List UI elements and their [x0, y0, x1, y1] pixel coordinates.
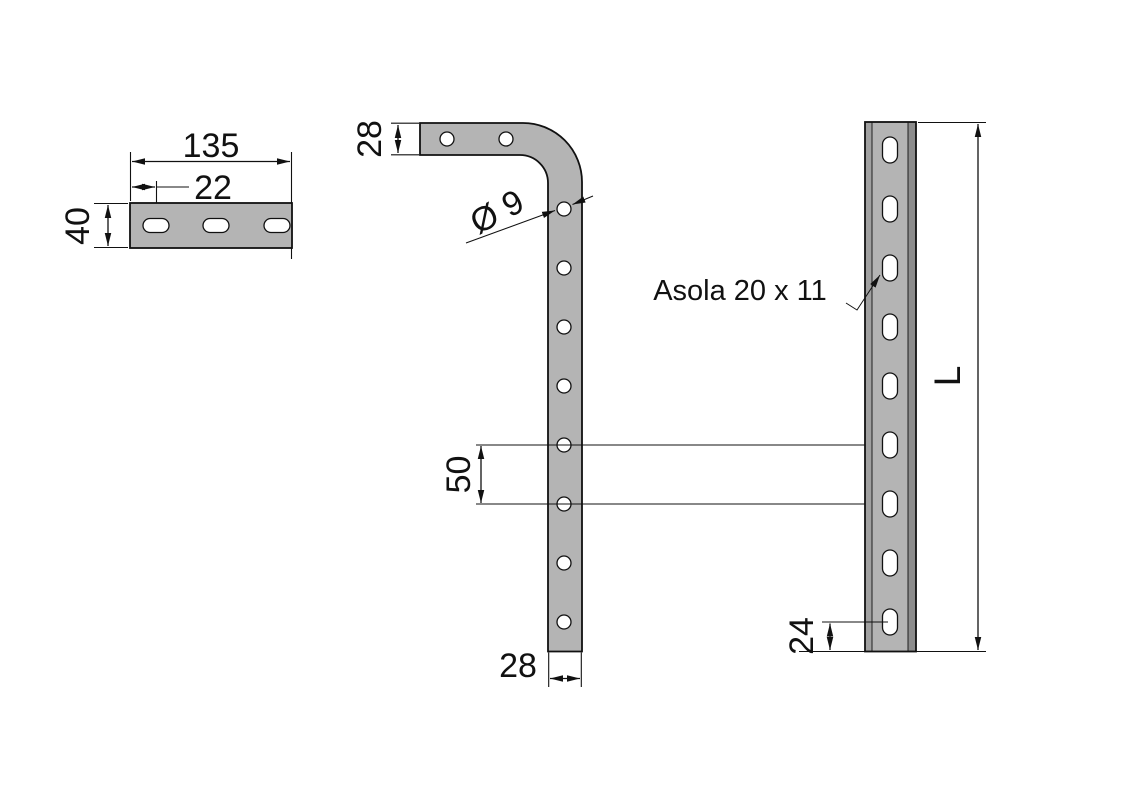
upright-slot [881, 490, 899, 518]
upright-side-view: Asola 20 x 11 L 24 [653, 121, 986, 655]
plate-slot [202, 217, 230, 234]
bracket-stem-hole [556, 555, 572, 571]
bracket-stem-hole [556, 614, 572, 630]
upright-slot [881, 313, 899, 341]
dim-dia9-opposite-arrow [572, 195, 594, 205]
drawing-root: 135 22 40 [59, 120, 986, 687]
upright-slot [881, 549, 899, 577]
upright-right-edge-strip [908, 122, 916, 652]
bracket-stem-hole [556, 201, 572, 217]
upright-slot [881, 431, 899, 459]
bracket-stem-hole [556, 378, 572, 394]
plate-top-view: 135 22 40 [59, 127, 293, 259]
upright-slot [881, 136, 899, 164]
bracket-body [419, 122, 583, 653]
dim-135-label: 135 [183, 127, 240, 165]
dim-28-stem-label: 28 [499, 647, 537, 685]
dim-24-label: 24 [783, 617, 821, 655]
bracket-stem-hole [556, 319, 572, 335]
slot-note-leader [845, 274, 881, 311]
plate-slot [142, 217, 170, 234]
slot-note-label: Asola 20 x 11 [653, 275, 827, 307]
dim-40-label: 40 [59, 207, 97, 245]
upright-slot [881, 195, 899, 223]
bracket-flange-hole [439, 131, 455, 147]
dim-50-label: 50 [440, 456, 478, 494]
upright-left-edge-strip [865, 122, 872, 652]
dim-22-label: 22 [194, 169, 232, 207]
dim-L-label: L [927, 366, 968, 387]
bracket-stem-hole [556, 260, 572, 276]
upright-slot [881, 372, 899, 400]
dim-dia9-leader [465, 210, 556, 244]
dim-28-flange-label: 28 [351, 120, 389, 158]
upright-slot [881, 254, 899, 282]
bracket-flange-hole [498, 131, 514, 147]
dim-dia9-label: Ø 9 [464, 183, 530, 242]
plate-slot [263, 217, 291, 234]
bracket-front-view: 28 Ø 9 50 28 [351, 120, 884, 687]
